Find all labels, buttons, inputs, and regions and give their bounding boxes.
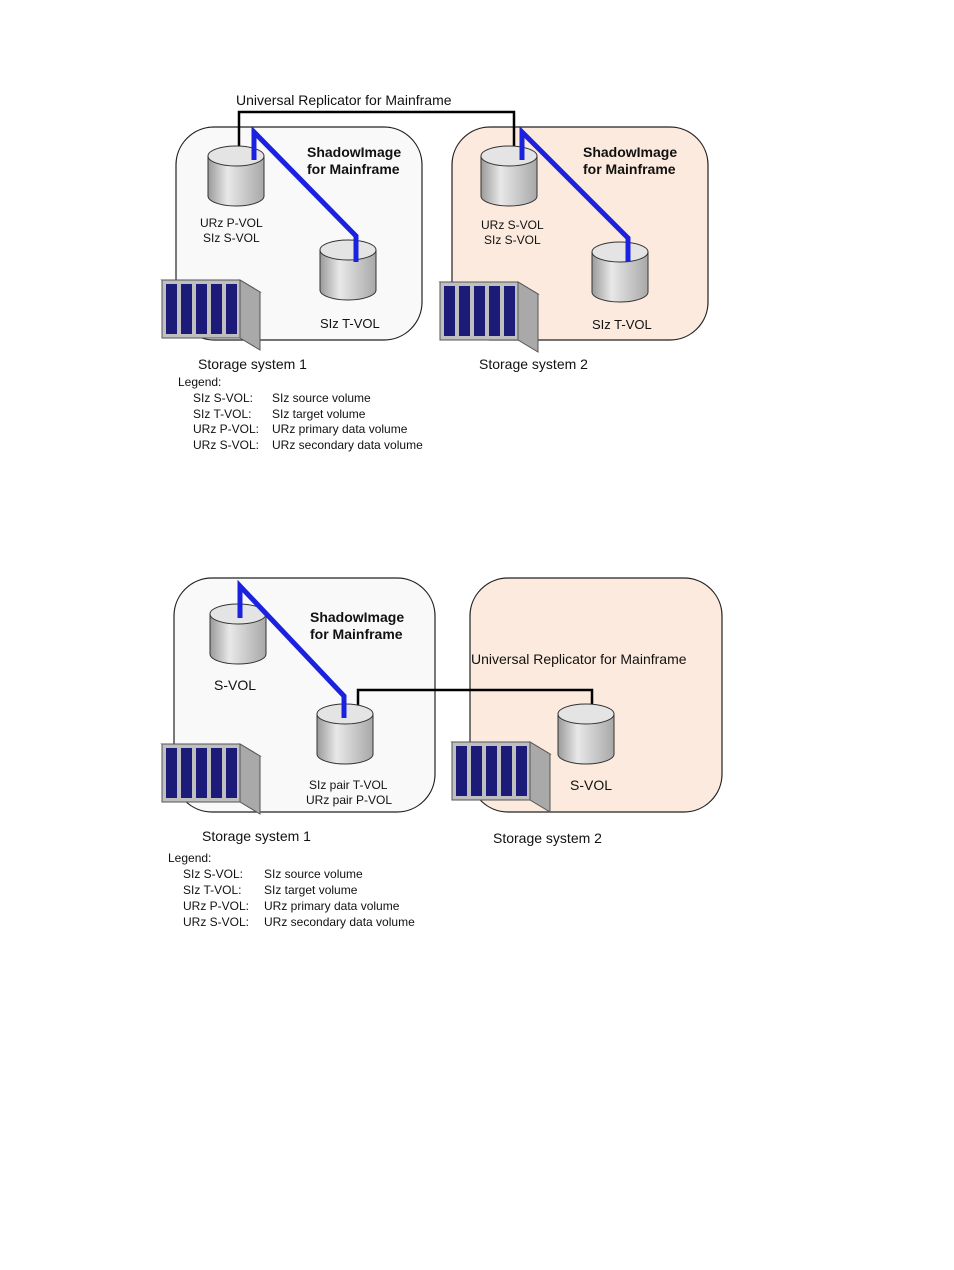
volume-cylinder-icon bbox=[480, 145, 538, 207]
legend-title: Legend: bbox=[178, 375, 221, 389]
diagram-2: ShadowImage for Mainframe Universal Repl… bbox=[161, 577, 723, 929]
storage-label-2: Storage system 2 bbox=[479, 356, 588, 372]
si-title-1b: for Mainframe bbox=[307, 161, 400, 177]
legend-term: URz P-VOL: bbox=[183, 899, 249, 913]
volume-cylinder-icon bbox=[591, 241, 649, 303]
si-title-b: for Mainframe bbox=[310, 626, 403, 642]
legend-term: URz S-VOL: bbox=[193, 438, 259, 452]
legend-desc: SIz target volume bbox=[264, 883, 358, 897]
vol-label: SIz T-VOL bbox=[320, 316, 380, 331]
storage-label-1: Storage system 1 bbox=[198, 356, 307, 372]
volume-cylinder-icon bbox=[319, 239, 377, 301]
ur-label: Universal Replicator for Mainframe bbox=[236, 92, 452, 108]
legend-desc: URz primary data volume bbox=[264, 899, 400, 913]
legend-term: SIz S-VOL: bbox=[193, 391, 253, 405]
legend-desc: SIz target volume bbox=[272, 407, 366, 421]
vol-label: SIz S-VOL bbox=[484, 233, 541, 247]
si-link-line-2 bbox=[519, 125, 631, 262]
si-title-a: ShadowImage bbox=[310, 609, 404, 625]
legend-desc: URz primary data volume bbox=[272, 422, 408, 436]
ur-label: Universal Replicator for Mainframe bbox=[471, 651, 687, 667]
vol-label: SIz pair T-VOL bbox=[309, 778, 388, 792]
vol-label: S-VOL bbox=[570, 777, 612, 793]
si-link-line-1 bbox=[251, 125, 359, 262]
legend-desc: SIz source volume bbox=[264, 867, 363, 881]
legend-title: Legend: bbox=[168, 851, 211, 865]
vol-label: SIz S-VOL bbox=[203, 231, 260, 245]
si-link-line bbox=[237, 579, 347, 718]
legend-term: SIz T-VOL: bbox=[193, 407, 251, 421]
legend-desc: URz secondary data volume bbox=[264, 915, 415, 929]
volume-cylinder-icon bbox=[557, 703, 615, 765]
ur-link-line bbox=[237, 110, 516, 160]
vol-label: SIz T-VOL bbox=[592, 317, 652, 332]
storage-label-2: Storage system 2 bbox=[493, 830, 602, 846]
vol-label: URz S-VOL bbox=[481, 218, 544, 232]
vol-label: URz P-VOL bbox=[200, 216, 263, 230]
legend-desc: SIz source volume bbox=[272, 391, 371, 405]
legend-term: URz P-VOL: bbox=[193, 422, 259, 436]
diagram-1: Universal Replicator for Mainframe Shado… bbox=[161, 92, 709, 452]
si-title-1a: ShadowImage bbox=[307, 144, 401, 160]
legend-term: URz S-VOL: bbox=[183, 915, 249, 929]
si-title-2b: for Mainframe bbox=[583, 161, 676, 177]
storage-label-1: Storage system 1 bbox=[202, 828, 311, 844]
legend-desc: URz secondary data volume bbox=[272, 438, 423, 452]
vol-label: S-VOL bbox=[214, 677, 256, 693]
legend-term: SIz S-VOL: bbox=[183, 867, 243, 881]
storage-rack-icon bbox=[439, 281, 539, 353]
legend-term: SIz T-VOL: bbox=[183, 883, 241, 897]
si-title-2a: ShadowImage bbox=[583, 144, 677, 160]
vol-label: URz pair P-VOL bbox=[306, 793, 392, 807]
